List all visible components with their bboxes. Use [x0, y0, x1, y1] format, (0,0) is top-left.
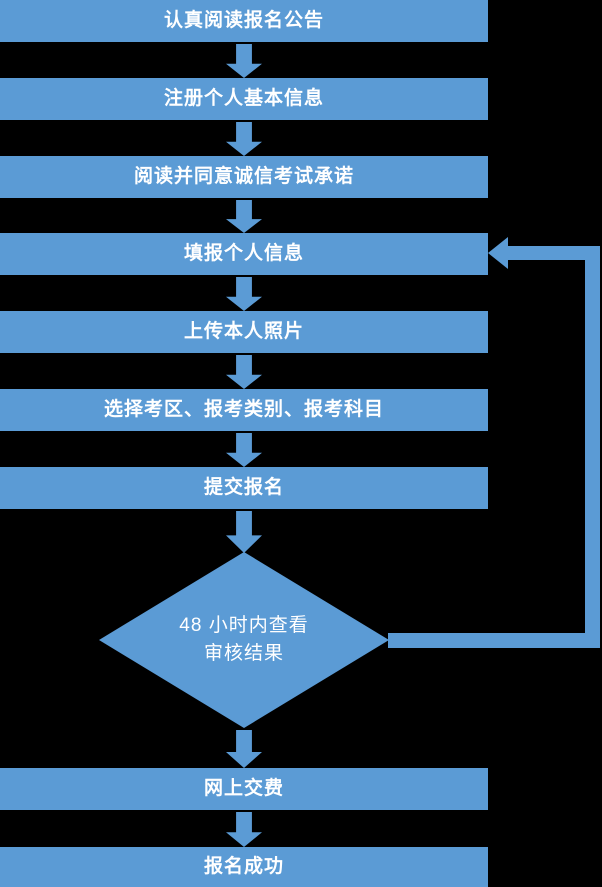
- flow-node-read-announcement[interactable]: 认真阅读报名公告: [0, 0, 488, 42]
- flow-node-check-review-result-label: 48 小时内查看 审核结果: [179, 615, 309, 664]
- flow-arrow-down-9: [226, 812, 262, 847]
- loop-arrowhead-left-icon: [488, 237, 508, 269]
- flow-arrow-down-6: [226, 433, 262, 467]
- flow-node-check-review-result[interactable]: 48 小时内查看 审核结果: [99, 552, 389, 728]
- flow-arrow-down-3: [226, 200, 262, 233]
- loop-segment-top-horizontal: [505, 246, 593, 260]
- flow-node-accept-integrity-pledge[interactable]: 阅读并同意诚信考试承诺: [0, 156, 488, 198]
- flow-node-registration-success[interactable]: 报名成功: [0, 847, 488, 887]
- flow-arrow-down-4: [226, 277, 262, 311]
- flow-arrow-down-7: [226, 511, 262, 553]
- flow-arrow-down-5: [226, 355, 262, 389]
- loop-segment-right-vertical: [585, 246, 600, 633]
- flow-arrow-down-8: [226, 730, 262, 768]
- flow-arrow-down-1: [226, 44, 262, 78]
- flow-node-upload-photo[interactable]: 上传本人照片: [0, 311, 488, 353]
- flow-arrow-down-2: [226, 122, 262, 156]
- flow-node-online-payment[interactable]: 网上交费: [0, 768, 488, 810]
- loop-segment-bottom-horizontal: [388, 633, 600, 648]
- flow-node-select-exam-options[interactable]: 选择考区、报考类别、报考科目: [0, 389, 488, 431]
- flow-node-register-basic-info[interactable]: 注册个人基本信息: [0, 78, 488, 120]
- flow-node-submit-application[interactable]: 提交报名: [0, 467, 488, 509]
- flow-node-fill-personal-info[interactable]: 填报个人信息: [0, 233, 488, 275]
